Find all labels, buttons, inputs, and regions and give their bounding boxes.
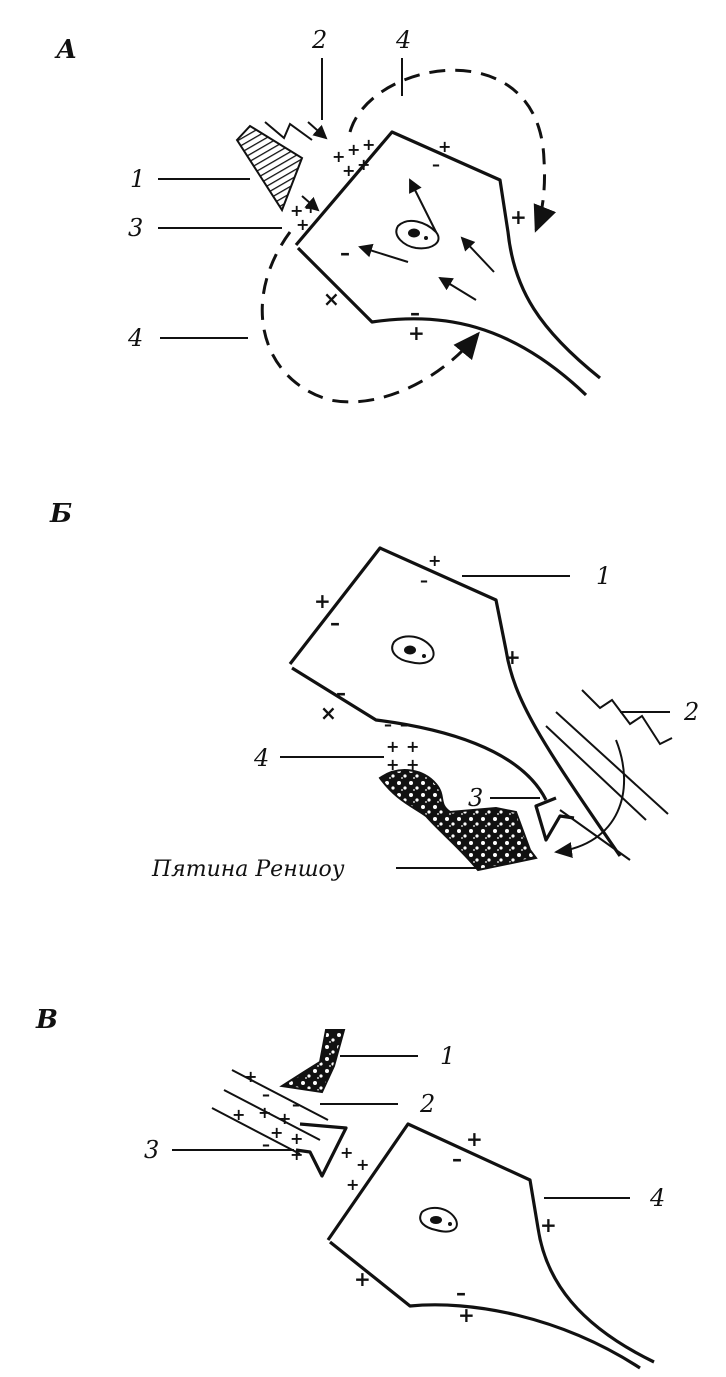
charge-sign-minus: –	[262, 1135, 270, 1154]
panel-c-label-2: 2	[419, 1090, 435, 1118]
charge-sign-plus: +	[466, 1127, 483, 1151]
charge-sign-plus: +	[408, 321, 425, 345]
charge-sign-plus: +	[270, 1123, 283, 1142]
panel-c-nucleus	[419, 1206, 458, 1233]
charge-sign-minus: –	[336, 681, 346, 705]
panel-c-label-3: 3	[144, 1136, 159, 1164]
charge-sign-plus: +	[406, 737, 419, 756]
panel-a-outer-current-bottom	[260, 231, 480, 404]
panel-a-nucleus	[395, 219, 440, 250]
charge-sign-plus: +	[342, 161, 355, 180]
charge-sign-plus: +	[347, 140, 360, 159]
panel-c-soma	[326, 1122, 655, 1370]
panel-a-incoming-arrow	[301, 195, 320, 212]
panel-a-incoming-arrow	[307, 121, 328, 140]
panel-c-label-1: 1	[440, 1042, 455, 1070]
charge-sign-cross: ×	[323, 287, 340, 311]
panel-c: В + – – + + + + + – +	[35, 1005, 665, 1370]
charge-sign-plus: +	[357, 155, 370, 174]
panel-b-caption: Пятина Реншоу	[151, 857, 345, 882]
panel-b-label-1: 1	[596, 562, 611, 590]
charge-sign-plus: +	[362, 135, 375, 154]
charge-sign-plus: +	[540, 1213, 557, 1237]
panel-b: Б + – + – + – × –	[49, 499, 699, 882]
panel-a-soma	[294, 130, 601, 397]
panel-c-leaders	[172, 1055, 630, 1199]
panel-a-charge-signs: + + + + + + + + + – + – × – +	[290, 135, 527, 345]
panel-b-soma	[288, 546, 622, 857]
charge-sign-minus: –	[456, 1281, 466, 1305]
charge-sign-plus: +	[356, 1155, 369, 1174]
charge-sign-plus: +	[428, 551, 441, 570]
charge-sign-plus: +	[406, 755, 419, 774]
charge-sign-plus: +	[354, 1267, 371, 1291]
charge-sign-plus: +	[304, 198, 317, 217]
panel-a-outer-current-top	[348, 68, 557, 233]
panel-a: А + + + +	[54, 26, 601, 404]
panel-b-title: Б	[49, 499, 72, 529]
panel-b-afferent-fibres	[545, 689, 673, 861]
panel-a-current-arrows	[358, 178, 495, 301]
charge-sign-minus: –	[400, 715, 408, 734]
charge-sign-minus: –	[292, 1095, 300, 1114]
panel-c-fibres	[211, 1069, 329, 1155]
charge-sign-plus: +	[346, 1175, 359, 1194]
charge-sign-cross: ×	[320, 701, 337, 725]
panel-a-presynaptic-terminal	[235, 121, 313, 213]
panel-c-terminal-bulb	[295, 1122, 348, 1178]
charge-sign-minus: –	[330, 611, 340, 635]
panel-b-collateral-bulb	[534, 796, 575, 842]
panel-c-title: В	[35, 1005, 58, 1035]
charge-sign-minus: –	[410, 301, 420, 325]
charge-sign-plus: +	[386, 755, 399, 774]
panel-b-return-arrow	[554, 739, 626, 858]
panel-a-label-4-top: 4	[395, 26, 411, 54]
charge-sign-minus: –	[384, 715, 392, 734]
panel-a-leaders	[158, 58, 403, 339]
panel-b-label-3: 3	[468, 784, 483, 812]
charge-sign-plus: +	[438, 137, 451, 156]
charge-sign-plus: +	[232, 1105, 245, 1124]
charge-sign-minus: –	[262, 1085, 270, 1104]
charge-sign-plus: +	[290, 1129, 303, 1148]
charge-sign-plus: +	[332, 147, 345, 166]
charge-sign-plus: +	[296, 215, 309, 234]
panel-a-title: А	[54, 35, 77, 65]
charge-sign-plus: +	[290, 1145, 303, 1164]
panel-b-renshaw-cell	[378, 769, 538, 872]
panel-c-charge-signs: + – – + + + + + – + + + + + – + + – +	[232, 1067, 557, 1327]
charge-sign-plus: +	[258, 1103, 271, 1122]
charge-sign-plus: +	[290, 201, 303, 220]
panel-b-label-2: 2	[683, 698, 699, 726]
panel-a-label-1: 1	[130, 165, 145, 193]
charge-sign-minus: –	[452, 1147, 462, 1171]
charge-sign-minus: –	[420, 571, 428, 590]
charge-sign-plus: +	[386, 737, 399, 756]
panel-b-leaders	[280, 575, 670, 869]
charge-sign-plus: +	[504, 645, 521, 669]
charge-sign-plus: +	[278, 1109, 291, 1128]
panel-a-label-2: 2	[311, 26, 327, 54]
charge-sign-plus: +	[340, 1143, 353, 1162]
panel-c-presynaptic-terminal	[279, 1029, 346, 1094]
panel-c-label-4: 4	[649, 1184, 665, 1212]
panel-a-label-4-left: 4	[127, 324, 143, 352]
charge-sign-minus: –	[340, 241, 350, 265]
panel-b-charge-signs: + – + – + – × – – + + + +	[314, 551, 521, 774]
panel-b-label-4: 4	[253, 744, 269, 772]
charge-sign-plus: +	[244, 1067, 257, 1086]
panel-a-label-3: 3	[128, 214, 143, 242]
charge-sign-plus: +	[458, 1303, 475, 1327]
charge-sign-plus: +	[314, 589, 331, 613]
panel-b-nucleus	[391, 635, 435, 665]
charge-sign-minus: –	[432, 155, 440, 174]
charge-sign-plus: +	[510, 205, 527, 229]
